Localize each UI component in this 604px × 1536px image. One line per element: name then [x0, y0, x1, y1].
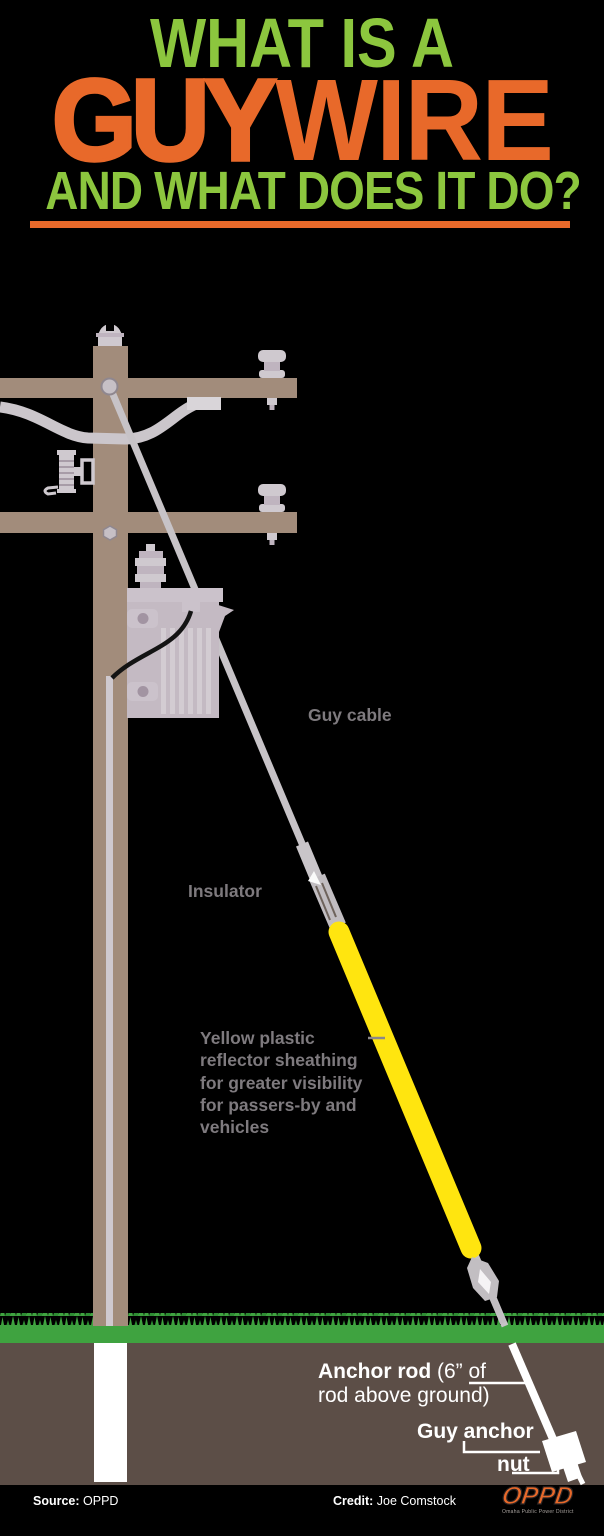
crossarm-upper [0, 350, 297, 410]
label-anchor-rod: Anchor rod (6” of rod above ground) [318, 1360, 490, 1407]
grass-tufts [0, 1313, 604, 1328]
oppd-logo-tagline: Omaha Public Power District [502, 1509, 574, 1515]
bushing-cap [146, 544, 155, 551]
fuse-cutout [43, 450, 95, 496]
buried-pole [94, 1343, 127, 1482]
label-sheathing: Yellow plastic reflector sheathing for g… [200, 1028, 363, 1138]
source-credit: Source: OPPD [33, 1494, 119, 1508]
title-line3: AND WHAT DOES IT DO? [45, 161, 581, 221]
label-nut: nut [497, 1453, 530, 1476]
wire-connector [182, 599, 200, 612]
label-insulator: Insulator [188, 881, 262, 901]
grass-band [0, 1325, 604, 1343]
anchor-plate [542, 1431, 586, 1472]
transformer [127, 544, 234, 718]
title-line1: WHAT IS A [149, 4, 455, 82]
label-guy-cable: Guy cable [308, 705, 392, 725]
ground-conduit [106, 676, 113, 1326]
guy-anchor-connector [462, 1441, 540, 1454]
label-guy-anchor: Guy anchor [417, 1420, 534, 1443]
guy-strain-insulator [296, 841, 346, 930]
oppd-logo: OPPD Omaha Public Power District [500, 1481, 582, 1515]
oppd-logo-text: OPPD [500, 1481, 576, 1510]
pole-bolt [102, 525, 118, 541]
rod-tip [573, 1468, 586, 1486]
service-wire [110, 610, 194, 680]
transformer-spout [211, 603, 234, 632]
cable-thimble [467, 1257, 506, 1325]
nut-connector [512, 1463, 560, 1475]
anchor-rod-line [508, 1342, 563, 1455]
guy-attachment [100, 377, 119, 396]
power-line-wire [0, 398, 221, 445]
transformer-top-bracket [127, 588, 223, 602]
title-underline [30, 221, 570, 228]
crossarm-lower [0, 484, 297, 545]
image-credit: Credit: Joe Comstock [333, 1494, 456, 1508]
reflector-sheathing [328, 921, 482, 1259]
title-line2: GUYWIRE [18, 60, 586, 180]
title-guy: GUY [50, 55, 278, 185]
wire-splice [187, 397, 221, 410]
title-wire: WIRE [274, 55, 554, 185]
